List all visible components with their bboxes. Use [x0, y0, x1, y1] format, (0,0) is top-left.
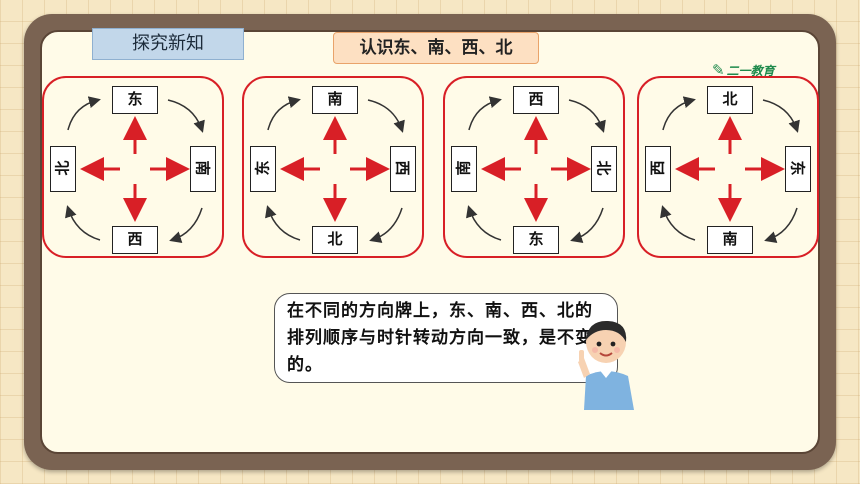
label-bottom: 西: [112, 226, 158, 254]
lesson-title: 认识东、南、西、北: [333, 32, 539, 64]
direction-panel-2: 南 北 西 东: [242, 76, 424, 258]
label-left: 南: [451, 146, 477, 192]
direction-panel-3: 西 东 北 南: [443, 76, 625, 258]
label-right: 东: [785, 146, 811, 192]
boy-illustration: [578, 320, 634, 410]
label-bottom: 北: [312, 226, 358, 254]
speech-bubble: 在不同的方向牌上，东、南、西、北的排列顺序与时针转动方向一致，是不变的。: [274, 293, 618, 383]
brand-logo-icon: ✎: [712, 61, 725, 79]
label-bottom: 南: [707, 226, 753, 254]
brand-logo: ✎二一教育: [712, 60, 802, 80]
direction-panel-4: 北 南 东 西: [637, 76, 819, 258]
direction-panel-1: 东 西 南 北: [42, 76, 224, 258]
speech-text: 在不同的方向牌上，东、南、西、北的排列顺序与时针转动方向一致，是不变的。: [287, 301, 593, 375]
label-left: 西: [645, 146, 671, 192]
label-top: 西: [513, 86, 559, 114]
compass-arrows: [65, 96, 205, 243]
label-top: 南: [312, 86, 358, 114]
label-top: 北: [707, 86, 753, 114]
label-bottom: 东: [513, 226, 559, 254]
label-left: 东: [250, 146, 276, 192]
brand-name: 二一教育: [726, 64, 775, 78]
section-tag: 探究新知: [92, 28, 244, 60]
compass-arrows: [660, 96, 800, 243]
label-left: 北: [50, 146, 76, 192]
compass-arrows: [466, 96, 606, 243]
label-right: 西: [390, 146, 416, 192]
label-top: 东: [112, 86, 158, 114]
label-right: 北: [591, 146, 617, 192]
compass-arrows: [265, 96, 405, 243]
label-right: 南: [190, 146, 216, 192]
